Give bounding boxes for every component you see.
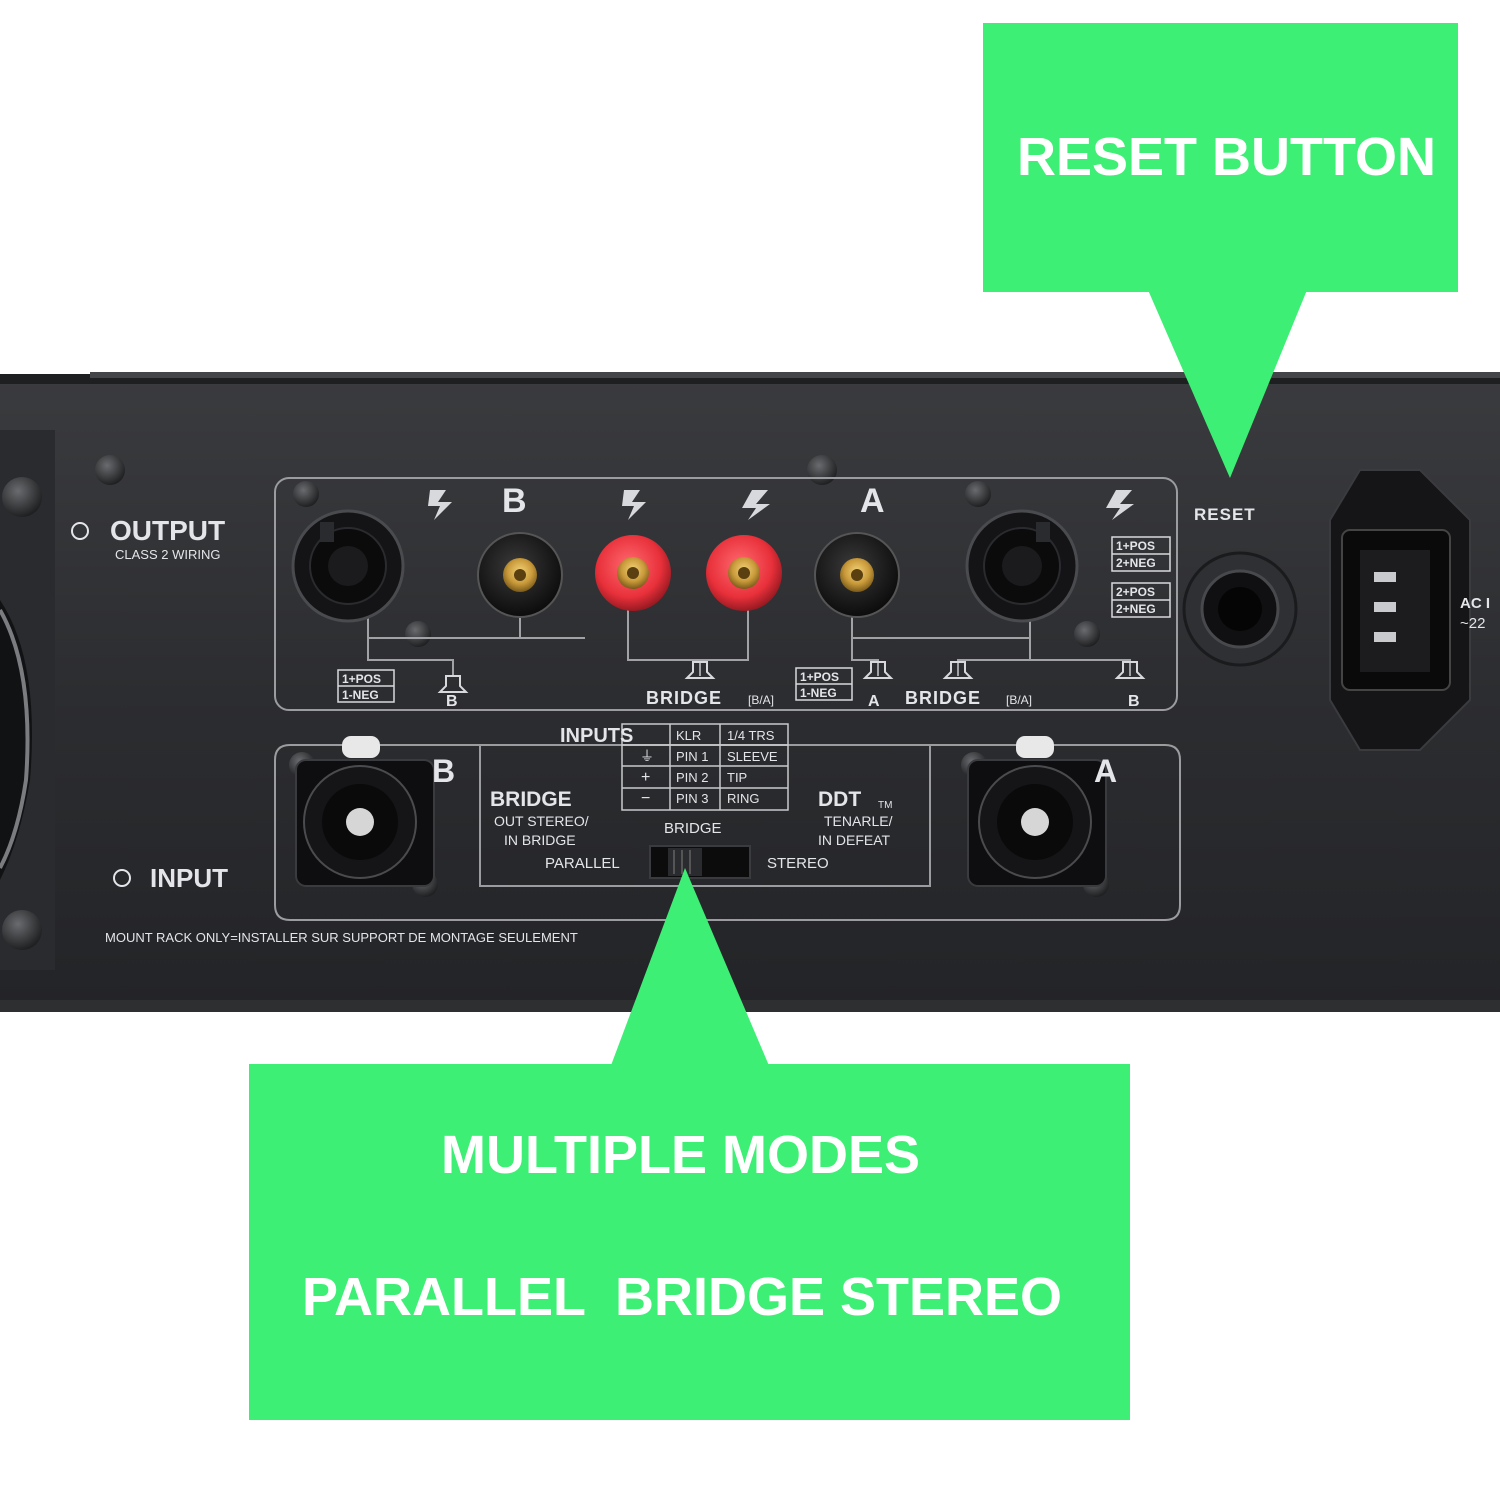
bridge-line-1: OUT STEREO/ [494,813,589,829]
polarity-left-top: 1+POS [342,672,381,686]
switch-bridge-label: BRIDGE [664,820,722,837]
screw [965,481,991,507]
polarity-right-2-top: 2+POS [1116,585,1155,599]
speaker-b-label-left: B [446,693,458,710]
bridge-sub-right: [B/A] [1006,693,1032,707]
modes-callout-line-1: MULTIPLE MODES [441,1125,920,1185]
table-row-2-trs: TIP [727,770,747,785]
ac-sub-label: ~22 [1460,615,1485,632]
chassis [0,372,1500,1012]
speaker-icon [437,675,469,693]
output-section [274,477,1178,711]
ddt-line-1: TENARLE/ [824,813,893,829]
speaker-icon [684,661,716,679]
table-row-1-symbol: ⏚ [640,748,654,764]
ddt-tm: TM [878,800,892,811]
ac-power-inlet[interactable] [1329,469,1471,751]
output-arrow-icon [71,522,89,540]
binding-post-black-b[interactable] [477,532,563,618]
input-section [274,723,1181,921]
switch-stereo-label: STEREO [767,855,829,872]
input-arrow-icon [113,869,131,887]
screw [1074,621,1100,647]
polarity-badge-mid [795,667,853,701]
input-channel-b: B [432,753,455,789]
table-row-2-symbol: + [641,769,650,786]
polarity-badge-left [337,669,395,703]
mount-notice: MOUNT RACK ONLY=INSTALLER SUR SUPPORT DE… [105,930,578,945]
speakon-output-a[interactable] [965,509,1079,623]
speaker-icon [1114,661,1146,679]
reset-label: RESET [1194,505,1256,524]
screw [807,455,837,485]
mode-slide-switch[interactable] [649,845,751,879]
ddt-title: DDT [818,788,861,811]
polarity-right-1-bottom: 2+NEG [1116,556,1156,570]
binding-post-black-a[interactable] [814,532,900,618]
output-channel-b: B [502,482,527,520]
speaker-b-label-right: B [1128,693,1140,710]
table-row-1-klr: PIN 1 [676,749,709,764]
polarity-badge-right-bottom [1111,582,1171,618]
table-header-trs: 1/4 TRS [727,728,775,743]
switch-parallel-label: PARALLEL [545,855,620,872]
binding-post-red-a[interactable] [706,535,782,611]
left-rack-ear [0,430,55,970]
screw [95,455,125,485]
modes-callout-line-2: PARALLEL BRIDGE STEREO [302,1267,1063,1327]
bridge-title: BRIDGE [490,788,572,811]
screw [405,621,431,647]
table-row-3-symbol: − [641,790,650,807]
lightning-icon [622,490,646,520]
combo-input-a[interactable] [967,736,1107,887]
speaker-icon [862,661,894,679]
table-row-1-trs: SLEEVE [727,749,778,764]
binding-post-red-b[interactable] [595,535,671,611]
modes-callout-pointer [610,868,770,1068]
lightning-icon [742,490,770,520]
table-row-3-klr: PIN 3 [676,791,709,806]
output-sub-label: CLASS 2 WIRING [115,547,220,562]
screw [2,477,42,517]
reset-callout-pointer [1148,290,1307,478]
output-label: OUTPUT [110,515,225,546]
inputs-title: INPUTS [560,725,633,747]
screw [2,910,42,950]
ac-label: AC I [1460,595,1490,612]
output-channel-a: A [860,482,885,520]
polarity-left-bottom: 1-NEG [342,688,379,702]
input-channel-a: A [1094,753,1117,789]
polarity-right-1-top: 1+POS [1116,539,1155,553]
reset-button[interactable] [1182,551,1298,667]
lightning-icon [428,490,452,520]
input-label: INPUT [150,863,228,893]
polarity-right-2-bottom: 2+NEG [1116,602,1156,616]
bridge-label-center: BRIDGE [646,688,722,708]
speaker-icon [942,661,974,679]
table-row-3-trs: RING [727,791,760,806]
polarity-badge-right-top [1111,536,1171,572]
bridge-label-right: BRIDGE [905,688,981,708]
ddt-line-2: IN DEFEAT [818,832,891,848]
speakon-output-b[interactable] [291,509,405,623]
bridge-sub-center: [B/A] [748,693,774,707]
polarity-mid-top: 1+POS [800,670,839,684]
modes-callout: MULTIPLE MODES PARALLEL BRIDGE STEREO [249,1064,1130,1420]
screw [293,481,319,507]
speaker-a-label: A [868,693,880,710]
reset-callout: RESET BUTTON [983,23,1458,292]
bridge-line-2: IN BRIDGE [504,832,576,848]
polarity-mid-bottom: 1-NEG [800,686,837,700]
reset-callout-title: RESET BUTTON [1017,127,1437,187]
table-row-2-klr: PIN 2 [676,770,709,785]
combo-input-b[interactable] [295,736,435,887]
table-header-klr: KLR [676,728,701,743]
lightning-icon [1106,490,1134,520]
